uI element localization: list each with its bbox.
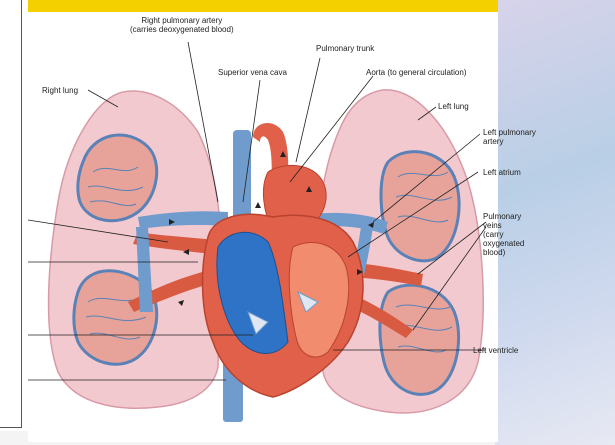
heart-lung-diagram: Right pulmonary artery (carries deoxygen… — [28, 12, 498, 442]
label-right-pulmonary-artery: Right pulmonary artery (carries deoxygen… — [130, 16, 234, 34]
yellow-banner — [28, 0, 498, 12]
label-left-atrium: Left atrium — [483, 168, 521, 177]
label-left-lung: Left lung — [438, 102, 469, 111]
label-pulmonary-veins: Pulmonary veins (carry oxygenated blood) — [483, 212, 524, 257]
left-lung-lower-capillary — [380, 285, 459, 394]
label-right-lung: Right lung — [42, 86, 78, 95]
label-superior-vena-cava: Superior vena cava — [218, 68, 287, 77]
label-pulmonary-trunk: Pulmonary trunk — [316, 44, 374, 53]
label-aorta: Aorta (to general circulation) — [366, 68, 467, 77]
left-side-panel — [0, 0, 22, 428]
label-left-ventricle: Left ventricle — [473, 346, 518, 355]
label-left-pulmonary-artery: Left pulmonary artery — [483, 128, 536, 146]
